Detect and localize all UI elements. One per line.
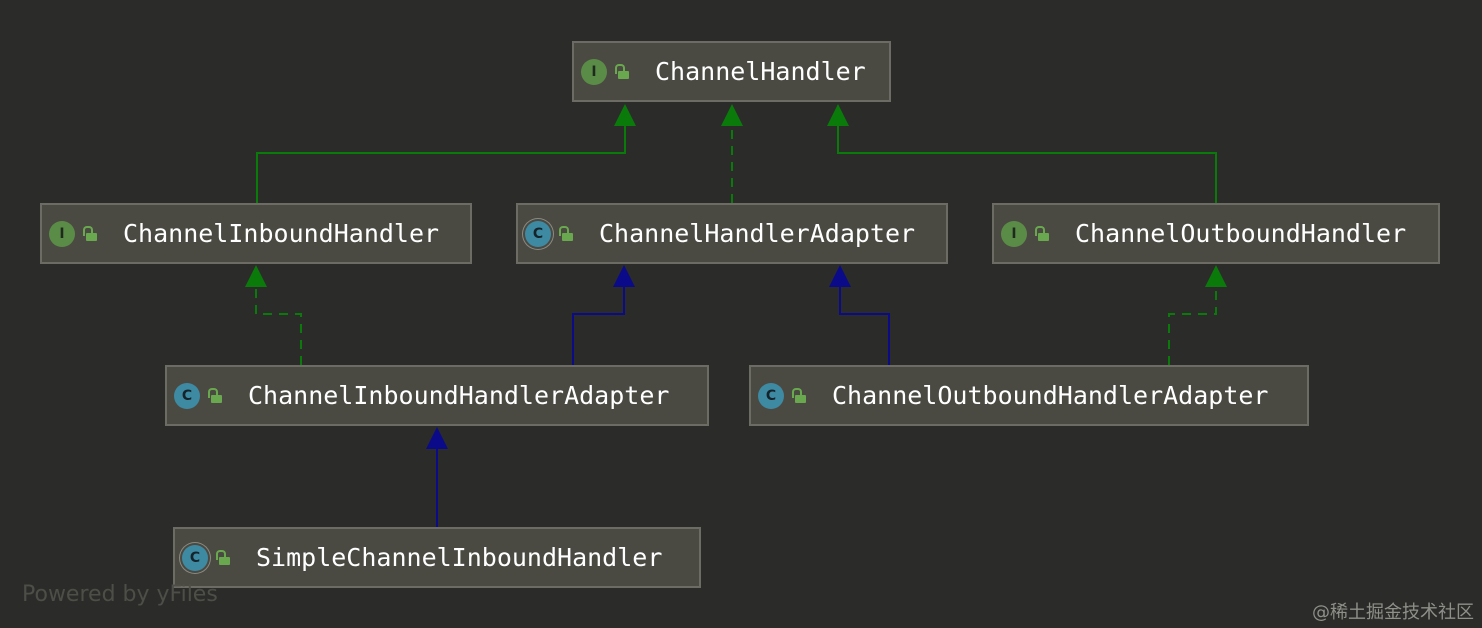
- edge-inbound-to-handler: [256, 104, 636, 203]
- node-label: ChannelHandlerAdapter: [599, 219, 916, 248]
- unlocked-icon: [1035, 225, 1053, 243]
- node-label: ChannelHandler: [655, 57, 866, 86]
- unlocked-icon: [559, 225, 577, 243]
- node-channel-outbound-handler-adapter[interactable]: C ChannelOutboundHandlerAdapter: [749, 365, 1309, 426]
- interface-icon: I: [581, 58, 607, 85]
- edge-inbound-adapter-to-inbound: [245, 265, 302, 365]
- edge-outbound-adapter-to-adapter: [829, 265, 890, 365]
- unlocked-icon: [83, 225, 101, 243]
- node-label: ChannelOutboundHandlerAdapter: [832, 381, 1269, 410]
- unlocked-icon: [216, 549, 234, 567]
- class-icon: C: [758, 382, 784, 409]
- node-label: ChannelInboundHandler: [123, 219, 440, 248]
- unlocked-icon: [615, 63, 633, 81]
- edge-outbound-adapter-to-outbound: [1168, 265, 1227, 365]
- interface-icon: I: [1001, 220, 1027, 247]
- node-channel-outbound-handler[interactable]: I ChannelOutboundHandler: [992, 203, 1440, 264]
- edge-adapter-to-handler: [721, 104, 743, 203]
- powered-by-text: Powered by yFiles: [22, 582, 218, 607]
- unlocked-icon: [208, 387, 226, 405]
- node-channel-inbound-handler-adapter[interactable]: C ChannelInboundHandlerAdapter: [165, 365, 709, 426]
- unlocked-icon: [792, 387, 810, 405]
- node-channel-handler[interactable]: I ChannelHandler: [572, 41, 891, 102]
- edge-outbound-to-handler: [827, 104, 1217, 203]
- node-channel-handler-adapter[interactable]: C ChannelHandlerAdapter: [516, 203, 948, 264]
- node-channel-inbound-handler[interactable]: I ChannelInboundHandler: [40, 203, 472, 264]
- node-label: SimpleChannelInboundHandler: [256, 543, 663, 572]
- node-label: ChannelOutboundHandler: [1075, 219, 1407, 248]
- edge-inbound-adapter-to-adapter: [572, 265, 635, 365]
- class-icon: C: [174, 382, 200, 409]
- abstract-class-icon: C: [182, 544, 208, 571]
- watermark-text: @稀土掘金技术社区: [1312, 602, 1474, 623]
- node-simple-channel-inbound-handler[interactable]: C SimpleChannelInboundHandler: [173, 527, 701, 588]
- edge-simple-to-inbound-adapter: [426, 427, 448, 527]
- abstract-class-icon: C: [525, 220, 551, 247]
- node-label: ChannelInboundHandlerAdapter: [248, 381, 670, 410]
- interface-icon: I: [49, 220, 75, 247]
